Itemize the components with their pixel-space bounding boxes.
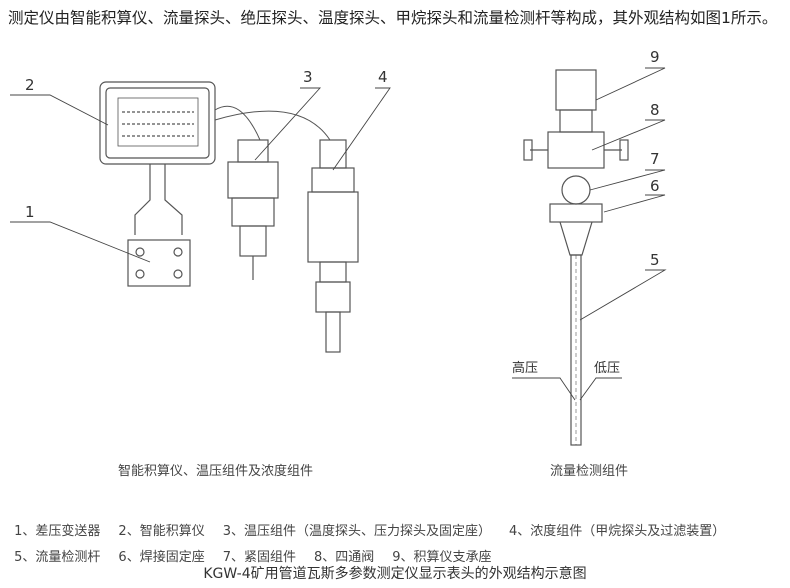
legend-row-2: 5、流量检测杆 6、焊接固定座 7、紧固组件 8、四通阀 9、积算仪支承座	[10, 531, 510, 565]
callout-3: 3	[303, 68, 313, 86]
caption-right: 流量检测组件	[550, 464, 629, 479]
legend-item: 3、温压组件（温度探头、压力探头及固定座）	[222, 524, 491, 539]
callout-1: 1	[25, 203, 35, 221]
flow-detection-assembly	[523, 69, 629, 446]
legend-row-1: 1、差压变送器 2、智能积算仪 3、温压组件（温度探头、压力探头及固定座） 4、浓度组…	[10, 505, 743, 539]
structure-diagram: 2 1 3 4 9 8 7 6 5 高压 低压	[10, 48, 667, 446]
callout-2: 2	[25, 76, 35, 94]
intro-paragraph: 测定仪由智能积算仪、流量探头、绝压探头、温度探头、甲烷探头和流量检测杆等构成，其…	[8, 9, 778, 27]
integrating-instrument	[99, 81, 331, 287]
legend-item: 2、智能积算仪	[118, 524, 205, 539]
temperature-pressure-assembly	[227, 139, 279, 280]
legend-item: 9、积算仪支承座	[392, 550, 492, 565]
caption-left: 智能积算仪、温压组件及浓度组件	[118, 464, 314, 479]
legend-item: 4、浓度组件（甲烷探头及过滤装置）	[508, 524, 726, 539]
high-pressure-label: 高压	[512, 360, 538, 376]
figure-title: KGW-4矿用管道瓦斯多参数测定仪显示表头的外观结构示意图	[203, 566, 587, 582]
legend-item: 7、紧固组件	[222, 550, 296, 565]
callout-6: 6	[650, 177, 660, 195]
callout-7: 7	[650, 150, 660, 168]
callout-lines	[10, 67, 667, 401]
callout-9: 9	[650, 48, 660, 66]
callout-8: 8	[650, 101, 660, 119]
legend-item: 6、焊接固定座	[118, 550, 205, 565]
concentration-assembly	[307, 139, 359, 353]
low-pressure-label: 低压	[594, 361, 620, 376]
legend-item: 5、流量检测杆	[14, 550, 101, 565]
callout-4: 4	[378, 68, 388, 86]
callout-5: 5	[650, 251, 660, 269]
legend-item: 1、差压变送器	[14, 524, 101, 539]
legend-item: 8、四通阀	[313, 550, 375, 565]
